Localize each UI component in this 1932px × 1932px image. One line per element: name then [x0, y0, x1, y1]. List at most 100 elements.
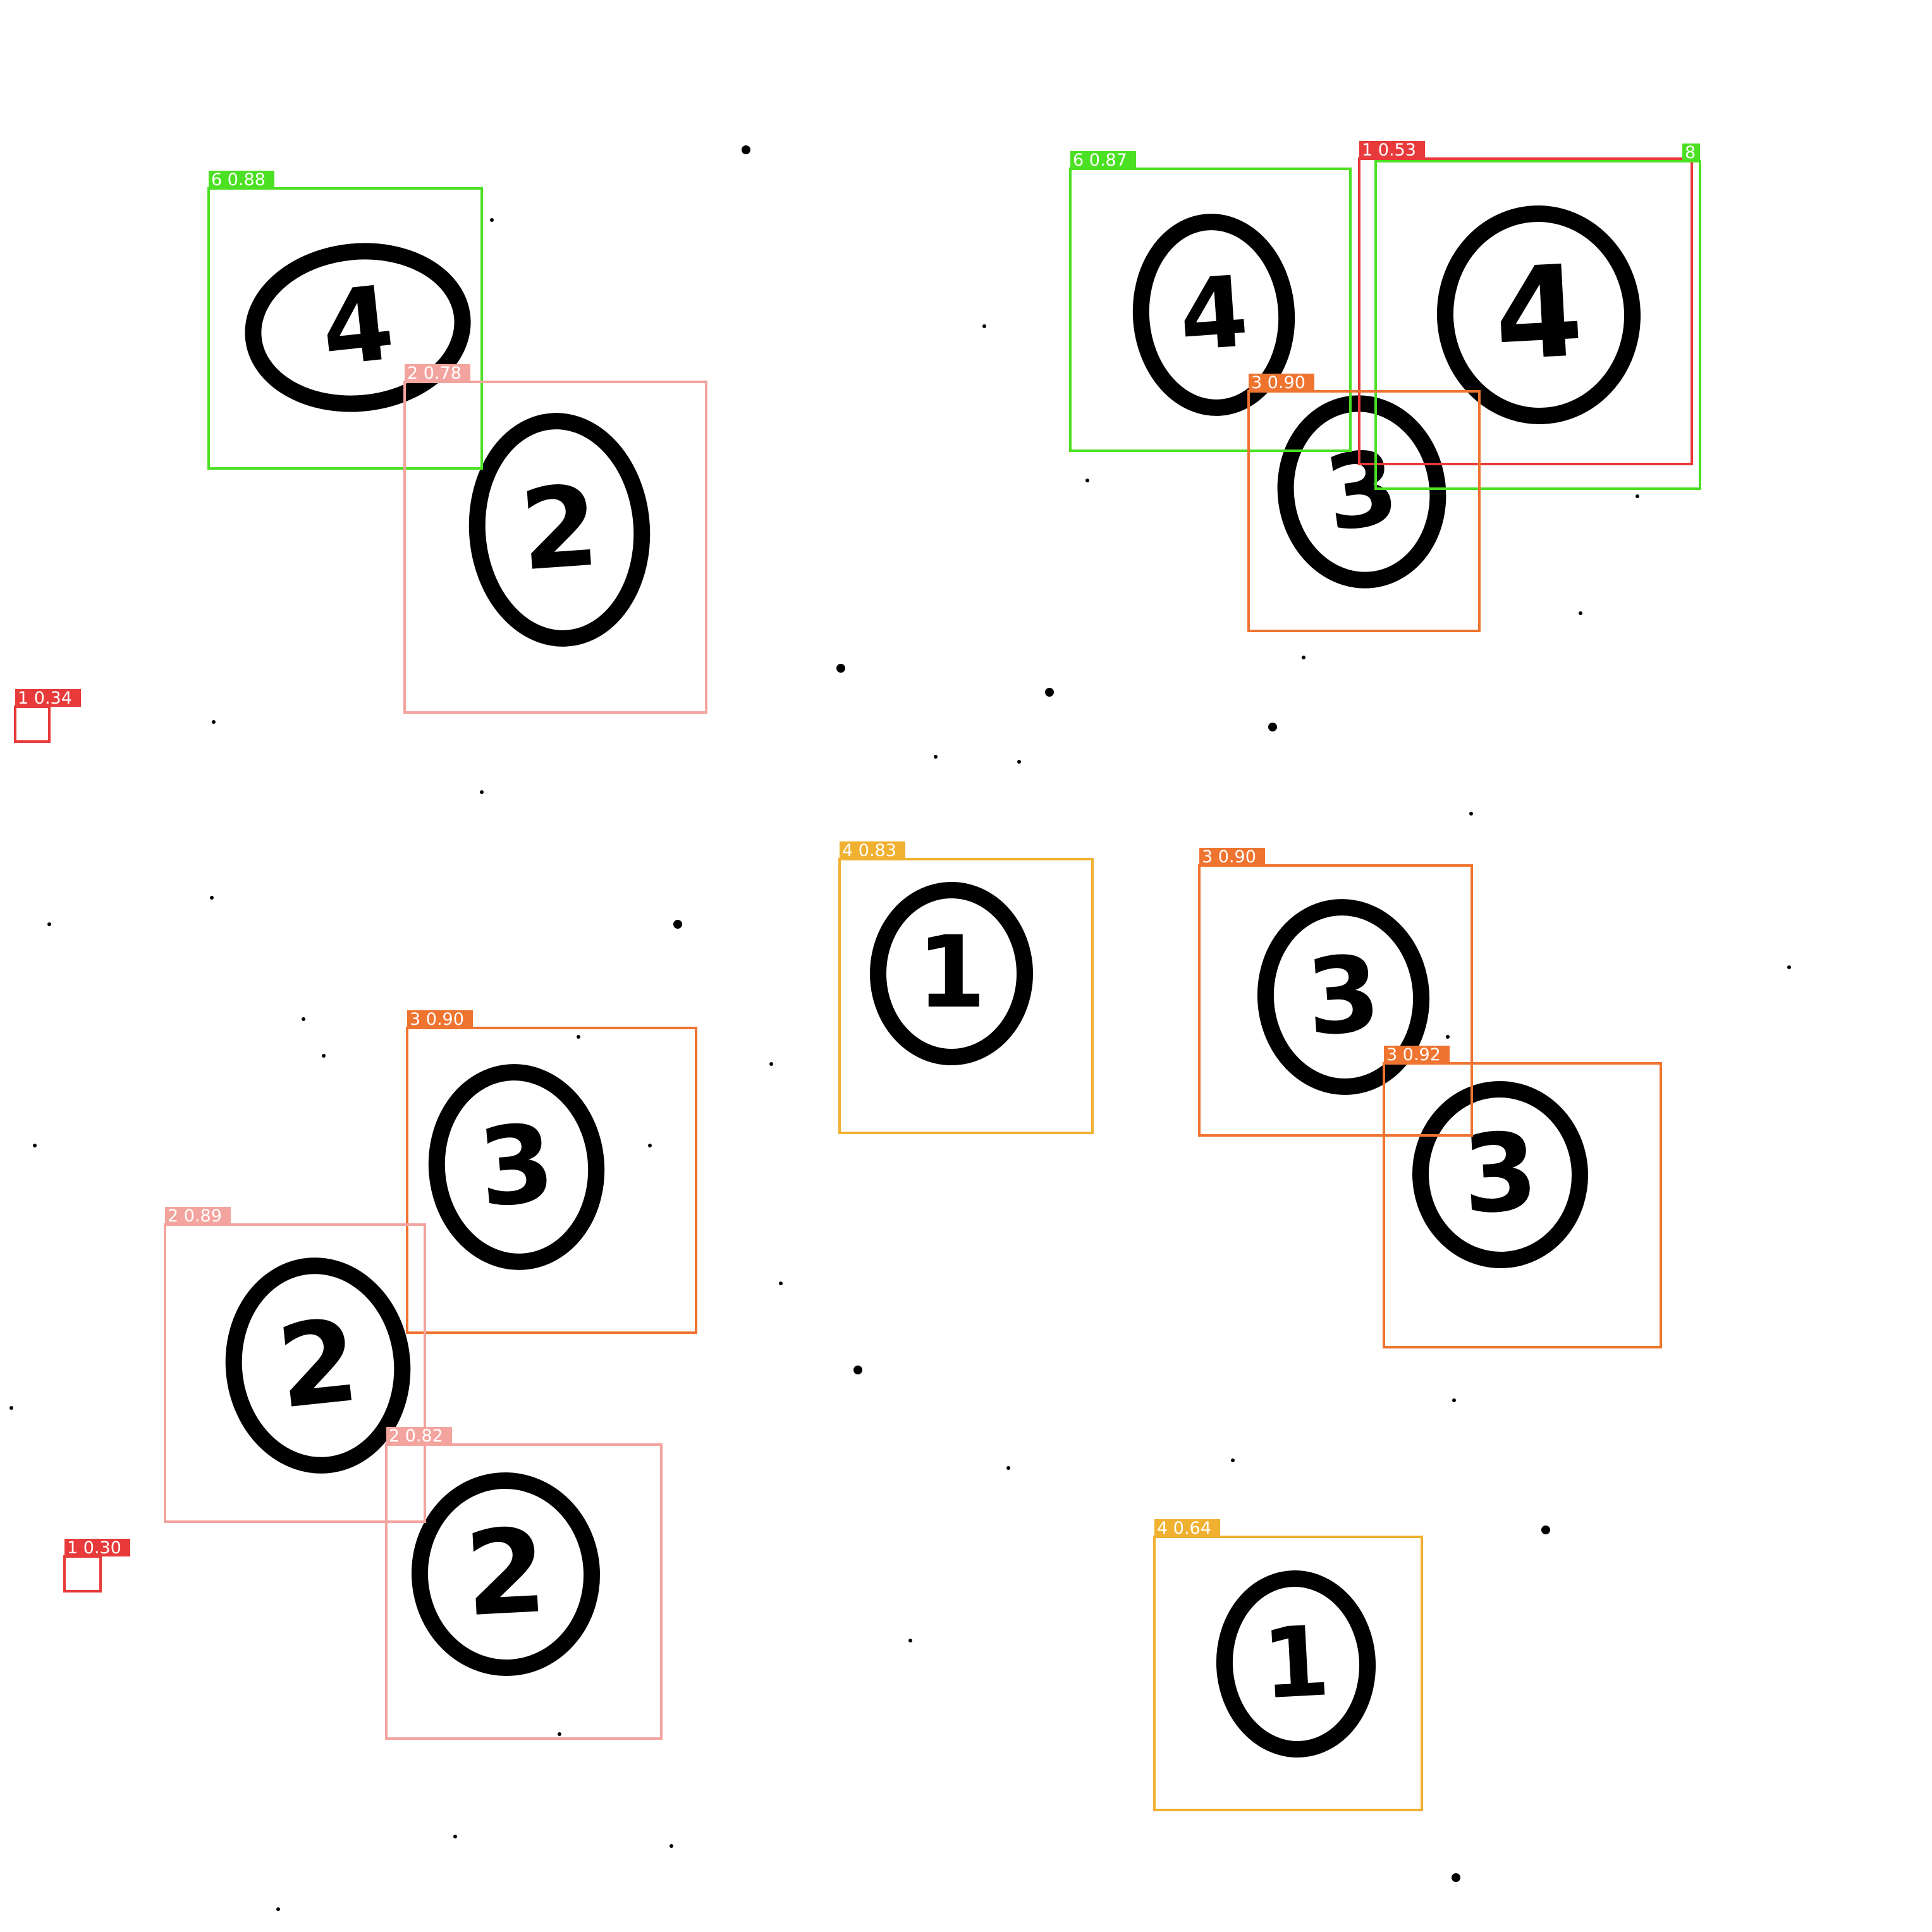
detection-label-background — [1249, 374, 1314, 391]
digit-circle — [411, 1472, 601, 1676]
noise-speck — [779, 1281, 783, 1285]
detection-box-outline — [207, 187, 483, 470]
digit-glyph: 3 — [1318, 427, 1405, 555]
noise-speck — [558, 1732, 561, 1736]
noise-speck — [276, 1907, 280, 1911]
detection-box: 6 0.88 — [207, 170, 483, 470]
detection-label: 3 0.92 — [1386, 1045, 1441, 1065]
detection-label: 3 0.90 — [1202, 847, 1256, 867]
digit-circle — [1436, 205, 1641, 424]
digit-glyph: 1 — [1259, 1605, 1333, 1721]
detection-box-outline — [406, 1027, 697, 1334]
detection-box-outline — [1358, 157, 1693, 465]
noise-speck — [934, 755, 938, 759]
noise-speck — [673, 920, 682, 929]
noise-speck — [322, 1054, 326, 1058]
detection-label: 1 0.53 — [1362, 140, 1416, 160]
detection-box-outline — [838, 858, 1094, 1134]
noise-speck — [302, 1017, 305, 1021]
detection-label: 4 0.64 — [1157, 1519, 1211, 1538]
digit-glyph: 4 — [316, 264, 400, 390]
noise-speck — [33, 1144, 37, 1147]
detection-box: 1 0.34 — [14, 688, 81, 743]
digit-glyph: 4 — [1176, 254, 1252, 373]
noise-speck — [1006, 1466, 1010, 1470]
noise-speck — [1446, 1035, 1450, 1039]
noise-speck — [908, 1639, 912, 1642]
detection-label-background — [1384, 1046, 1450, 1063]
noise-speck — [1787, 965, 1791, 969]
digit-glyph: 2 — [462, 1503, 549, 1642]
noise-speck — [212, 720, 216, 724]
digit-circle — [870, 882, 1033, 1065]
detection-box: 8 — [1374, 143, 1701, 490]
detection-box: 3 0.90 — [1198, 847, 1473, 1137]
detection-label-background — [407, 1010, 473, 1028]
noise-speck — [648, 1144, 652, 1147]
detection-label: 1 0.30 — [67, 1538, 121, 1558]
detection-box: 1 0.30 — [63, 1538, 130, 1593]
noise-speck — [769, 1062, 773, 1066]
handwritten-digit: 3 — [428, 1064, 605, 1270]
noise-speck — [1231, 1458, 1235, 1462]
detection-box-outline — [1153, 1536, 1423, 1811]
noise-speck — [669, 1844, 673, 1848]
noise-speck — [480, 790, 484, 794]
detection-label-background — [15, 689, 81, 707]
noise-speck — [1017, 760, 1021, 764]
detection-label: 3 0.90 — [410, 1010, 464, 1029]
detection-label-background — [386, 1427, 452, 1445]
noise-speck — [9, 1406, 13, 1410]
detection-label-background — [165, 1207, 231, 1225]
noise-speck — [490, 218, 494, 222]
digit-glyph: 2 — [272, 1295, 364, 1434]
noise-speck — [1302, 656, 1305, 659]
detection-box-outline — [403, 381, 707, 714]
handwritten-digit: 3 — [1257, 899, 1430, 1095]
noise-speck — [1452, 1398, 1456, 1402]
detection-label-background — [64, 1539, 130, 1556]
noise-speck — [1045, 688, 1054, 697]
detection-box-outline — [1069, 168, 1352, 452]
detection-box: 3 0.90 — [1247, 373, 1481, 632]
detection-label-background — [405, 364, 470, 382]
detection-label-background — [1359, 141, 1425, 159]
detection-box-outline — [1198, 864, 1473, 1137]
noise-speck — [453, 1835, 457, 1838]
noise-speck — [1085, 479, 1089, 482]
detection-box-outline — [1247, 390, 1481, 632]
detection-label-background — [1154, 1519, 1220, 1537]
noise-speck — [210, 896, 214, 900]
noise-speck — [577, 1035, 580, 1039]
handwritten-digit: 1 — [1216, 1570, 1376, 1758]
detection-label: 2 0.82 — [389, 1426, 443, 1446]
detection-box-outline — [385, 1443, 663, 1740]
detection-label: 2 0.89 — [168, 1206, 222, 1226]
noise-speck — [1469, 812, 1473, 816]
detection-label: 2 0.78 — [407, 364, 462, 383]
noise-speck — [853, 1366, 862, 1374]
noise-specks — [9, 145, 1791, 1911]
handwritten-digit: 1 — [870, 882, 1033, 1065]
digit-circle — [1132, 214, 1295, 416]
detection-label: 3 0.90 — [1251, 373, 1305, 393]
detection-label: 6 0.87 — [1073, 150, 1127, 170]
detection-label-background — [1682, 144, 1700, 161]
handwritten-digit: 2 — [225, 1257, 411, 1474]
handwritten-digit: 2 — [411, 1472, 601, 1676]
detection-label-background — [840, 841, 905, 859]
detection-box: 2 0.78 — [403, 364, 707, 714]
digit-glyph: 2 — [517, 461, 602, 596]
detection-label: 4 0.83 — [842, 841, 896, 860]
detection-box: 3 0.92 — [1383, 1045, 1662, 1348]
digit-glyph: 3 — [1303, 933, 1385, 1060]
noise-speck — [47, 922, 51, 926]
detection-label-background — [209, 171, 274, 188]
noise-speck — [1268, 723, 1277, 731]
noise-speck — [1541, 1525, 1550, 1534]
detection-box: 4 0.83 — [838, 841, 1094, 1134]
digit-glyph: 3 — [1460, 1110, 1541, 1238]
digit-circle — [428, 1064, 605, 1270]
